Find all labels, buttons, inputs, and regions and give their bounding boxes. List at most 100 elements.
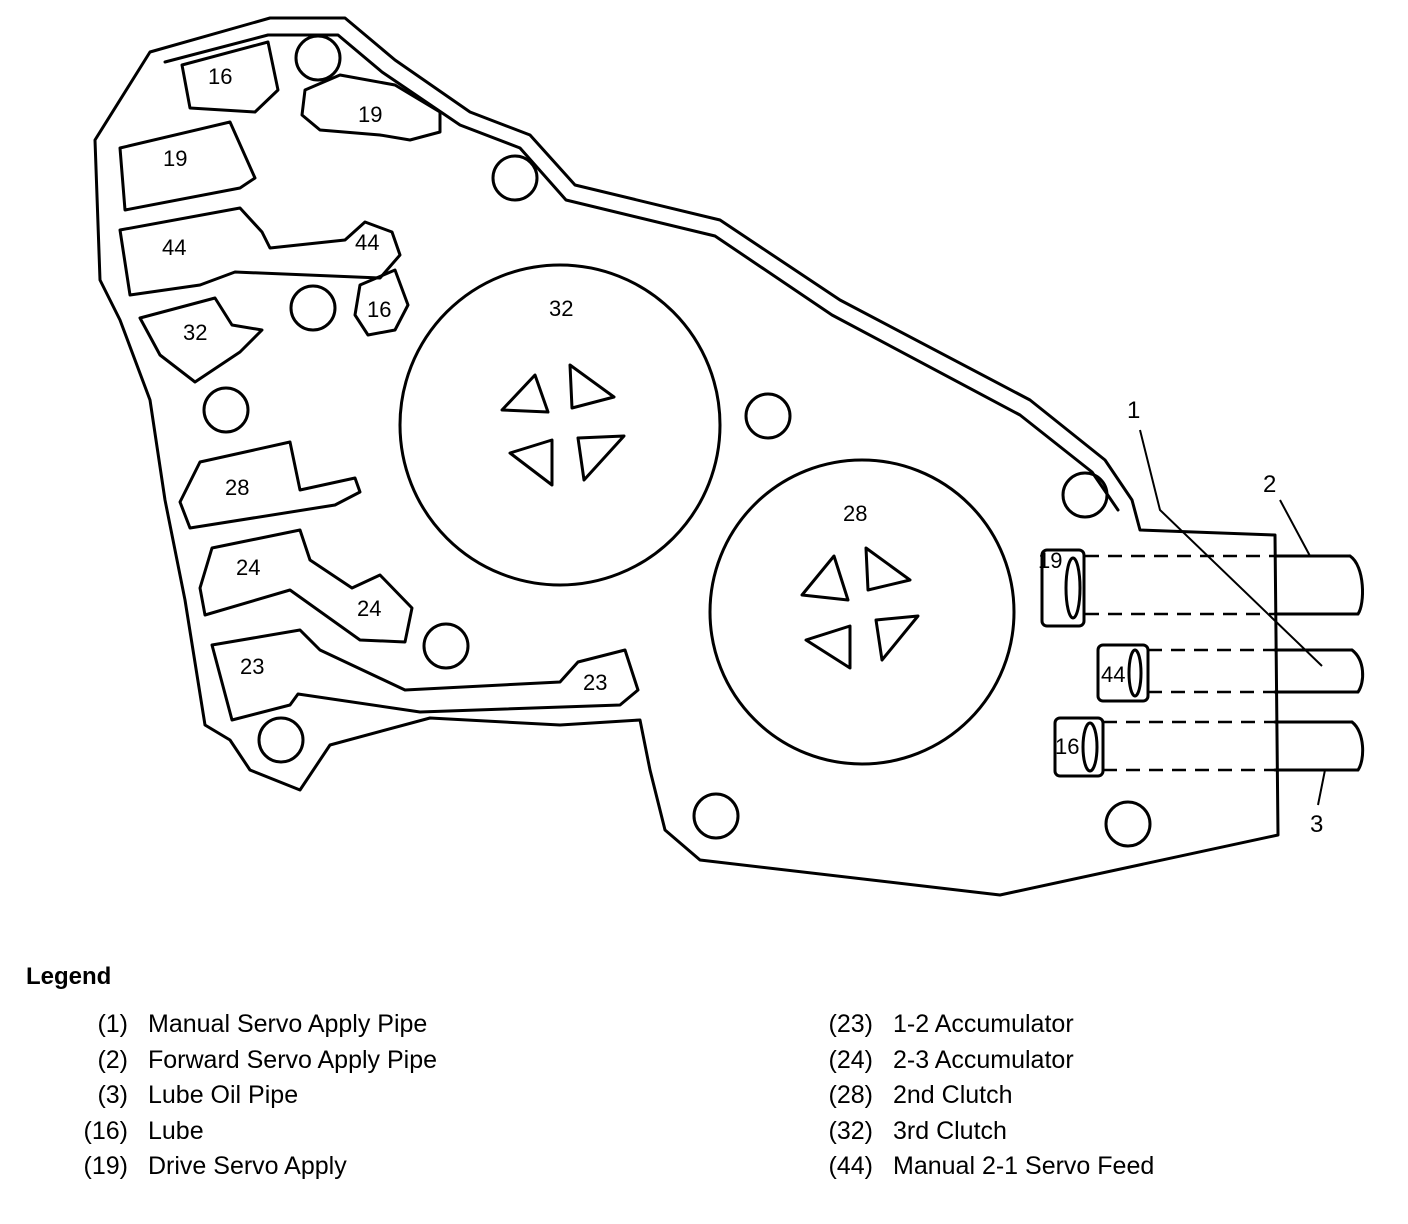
pipe-3-hidden xyxy=(1103,720,1275,772)
valve-body-diagram: 16 19 19 44 44 16 32 32 28 28 24 24 23 2… xyxy=(93,16,1365,897)
bolt-hole xyxy=(491,154,539,202)
cross-opening xyxy=(874,614,920,662)
legend-label: Manual 2-1 Servo Feed xyxy=(893,1152,1155,1180)
piston-circle-28 xyxy=(708,458,1016,766)
port-16 xyxy=(1053,716,1105,778)
legend-item: (28) 2nd Clutch xyxy=(815,1081,1154,1117)
cross-opening xyxy=(568,363,616,410)
bolt-hole xyxy=(1104,800,1152,848)
legend-number: (44) xyxy=(828,1152,873,1180)
legend-item: (3) Lube Oil Pipe xyxy=(70,1081,437,1117)
bolt-hole xyxy=(202,386,250,434)
bolt-hole xyxy=(422,622,470,670)
legend-label: Lube xyxy=(148,1116,204,1145)
port-44 xyxy=(1096,643,1150,703)
legend-item: (32) 3rd Clutch xyxy=(815,1117,1154,1153)
bolt-hole xyxy=(744,392,792,440)
callout-1: 1 xyxy=(1127,397,1140,424)
legend-number: (28) xyxy=(828,1081,873,1109)
legend-number: (3) xyxy=(97,1081,128,1109)
passage-44 xyxy=(118,206,402,297)
cross-opening xyxy=(508,438,554,487)
o-ring-19 xyxy=(1064,556,1082,620)
callout-2: 2 xyxy=(1263,471,1276,498)
legend-label: Lube Oil Pipe xyxy=(148,1081,299,1109)
label-28-circle: 28 xyxy=(843,501,867,526)
pipe-2-hidden xyxy=(1085,554,1275,616)
legend-item: (2) Forward Servo Apply Pipe xyxy=(70,1046,437,1082)
label-16-small: 16 xyxy=(367,297,391,322)
cross-opening xyxy=(804,624,852,670)
passage-16-small xyxy=(353,268,410,337)
legend-number: (32) xyxy=(828,1116,873,1145)
label-44-right: 44 xyxy=(355,230,379,255)
legend-label: Drive Servo Apply xyxy=(148,1152,347,1180)
passage-24 xyxy=(198,528,414,644)
legend-column-left: (1) Manual Servo Apply Pipe (2) Forward Se… xyxy=(70,1010,438,1188)
legend-item: (24) 2-3 Accumulator xyxy=(815,1046,1154,1082)
label-23-right: 23 xyxy=(583,670,607,695)
pipe-1-hidden xyxy=(1148,648,1275,694)
port-19 xyxy=(1040,548,1086,628)
bolt-hole xyxy=(294,34,342,82)
pipe-2 xyxy=(1273,554,1364,616)
cross-opening xyxy=(864,546,912,592)
legend-item: (16) Lube xyxy=(70,1117,437,1153)
cross-opening xyxy=(800,554,850,602)
legend-number: (24) xyxy=(828,1045,873,1074)
legend-number: (16) xyxy=(83,1116,128,1145)
legend-column-right: (23)1-2 Accumulator (24)2-3 Accumulator … xyxy=(815,1010,1155,1188)
plate-outline xyxy=(93,16,1280,897)
label-port-16: 16 xyxy=(1055,734,1079,759)
label-24-left: 24 xyxy=(236,555,260,580)
callout-3: 3 xyxy=(1310,811,1323,838)
cross-opening xyxy=(576,434,626,482)
legend-label: 1-2 Accumulator xyxy=(893,1010,1074,1038)
passage-19-left xyxy=(118,120,257,212)
label-port-19: 19 xyxy=(1038,548,1062,573)
legend-title: Legend xyxy=(26,963,112,990)
legend-number: (19) xyxy=(83,1152,128,1180)
legend-item: (1) Manual Servo Apply Pipe xyxy=(70,1010,437,1046)
leader-1 xyxy=(1139,429,1323,667)
bolt-hole xyxy=(289,284,337,332)
legend-item: (44) Manual 2-1 Servo Feed xyxy=(815,1152,1155,1188)
legend-label: 3rd Clutch xyxy=(893,1116,1007,1145)
pipe-3 xyxy=(1273,720,1365,772)
passage-19-upper xyxy=(300,73,442,142)
legend-item: (23) 1-2 Accumulator xyxy=(815,1010,1154,1046)
legend-label: 2-3 Accumulator xyxy=(893,1045,1074,1074)
label-24-right: 24 xyxy=(357,596,381,621)
bolt-hole xyxy=(1061,471,1109,519)
pipe-1 xyxy=(1273,648,1365,694)
cross-opening xyxy=(500,373,550,414)
leader-3 xyxy=(1317,769,1326,806)
label-28-small: 28 xyxy=(225,475,249,500)
legend-number: (23) xyxy=(828,1010,873,1038)
label-23-left: 23 xyxy=(240,654,264,679)
legend-number: (1) xyxy=(97,1010,128,1038)
plate-inner-outline xyxy=(163,33,1120,512)
legend-label: Forward Servo Apply Pipe xyxy=(148,1045,438,1074)
o-ring-44 xyxy=(1127,648,1143,698)
legend-label: Manual Servo Apply Pipe xyxy=(148,1010,428,1038)
passage-28-small xyxy=(178,440,362,530)
legend-label: 2nd Clutch xyxy=(893,1081,1013,1109)
piston-circle-32 xyxy=(398,263,722,587)
legend-item: (19) Drive Servo Apply xyxy=(70,1152,437,1188)
label-32-circle: 32 xyxy=(549,296,573,321)
legend-number: (2) xyxy=(97,1045,128,1074)
leader-2 xyxy=(1279,499,1311,557)
passage-16-top xyxy=(180,40,280,114)
label-port-44: 44 xyxy=(1101,662,1125,687)
passage-32-small xyxy=(138,296,264,384)
legend: Legend (1) Manual Servo Apply Pipe (2) For… xyxy=(0,955,1408,1224)
label-19-left: 19 xyxy=(163,146,187,171)
bolt-hole xyxy=(257,716,305,764)
label-32-small: 32 xyxy=(183,320,207,345)
passage-23 xyxy=(210,628,640,722)
bolt-hole xyxy=(692,792,740,840)
label-44-left: 44 xyxy=(162,235,186,260)
label-19-upper: 19 xyxy=(358,102,382,127)
o-ring-16 xyxy=(1081,721,1099,773)
